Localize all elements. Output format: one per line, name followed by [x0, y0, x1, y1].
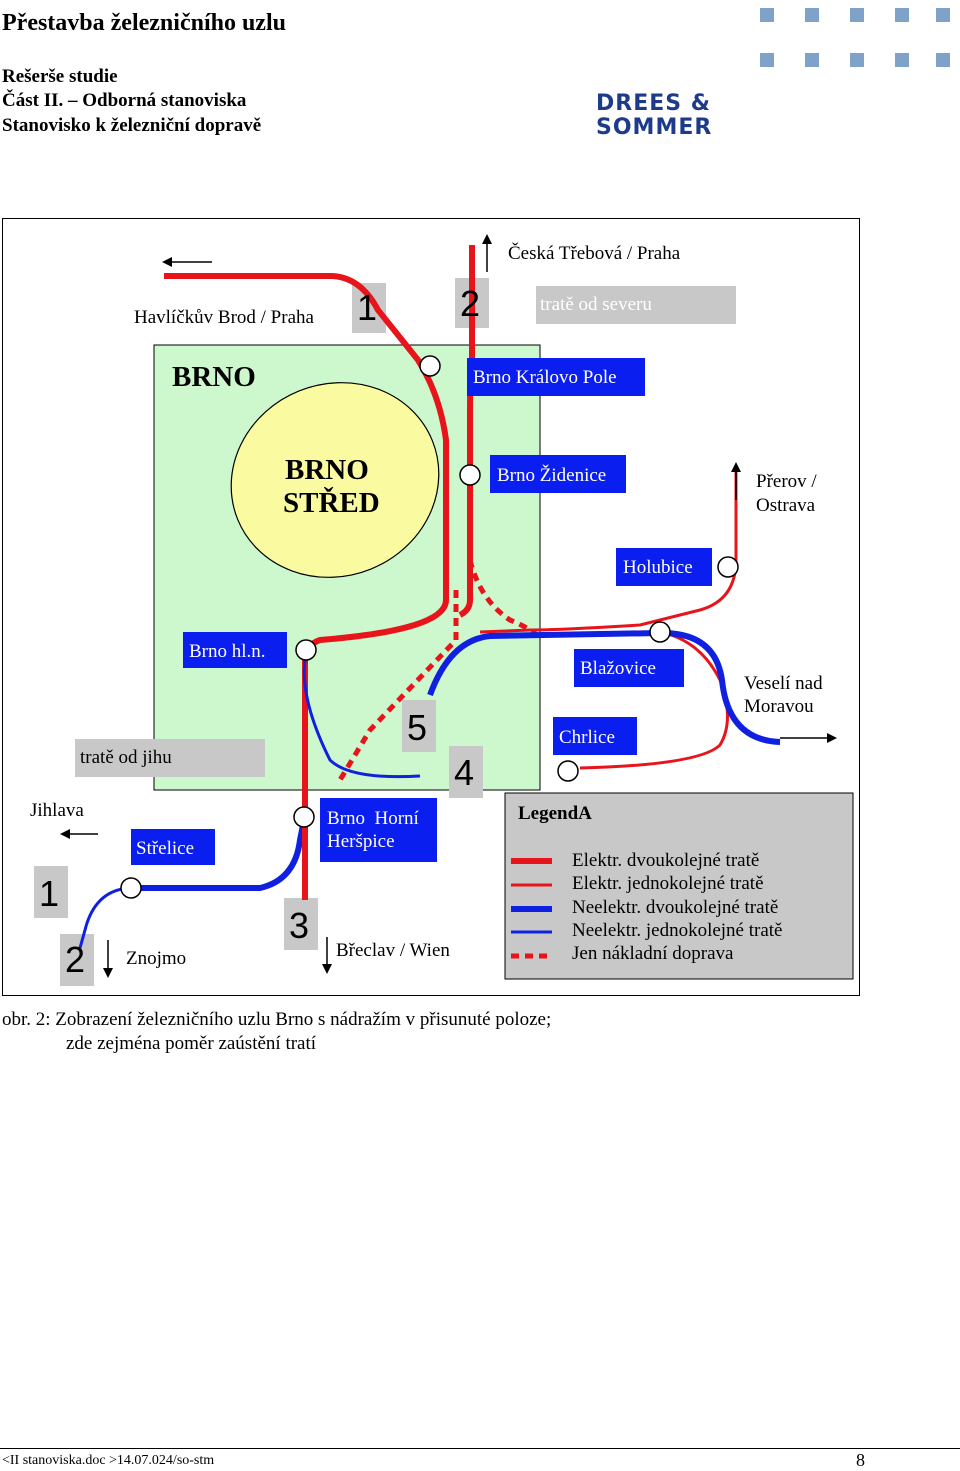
station-chrlice: Chrlice: [559, 727, 615, 748]
label-south-lines: tratě od jihu: [80, 747, 172, 768]
brno-center-area: [230, 382, 440, 578]
station-herspice-2: Heršpice: [327, 831, 395, 852]
station-holubice: Holubice: [623, 557, 693, 578]
station-herspice-box: [320, 798, 437, 862]
page-number: 8: [856, 1450, 865, 1470]
station-zidenice: Brno Židenice: [497, 464, 606, 486]
north-lines-box: [536, 286, 736, 324]
logo-line-2: SOMMER: [596, 115, 713, 140]
station-holubice-box: [616, 548, 712, 586]
document-title: Přestavba železničního uzlu: [2, 10, 286, 36]
figure-caption: obr. 2: Zobrazení železničního uzlu Brno…: [2, 1008, 551, 1056]
line-havlickuv-brod: [164, 273, 449, 810]
number-4: 4: [454, 752, 474, 793]
label-breclav: Břeclav / Wien: [336, 940, 450, 961]
label-veseli-2: Moravou: [744, 696, 814, 717]
label-ostrava: Ostrava: [756, 495, 816, 516]
station-blazovice-node: [649, 621, 671, 643]
label-znojmo: Znojmo: [126, 948, 186, 969]
station-chrlice-node: [557, 760, 579, 782]
legend-item-1: Elektr. dvoukolejné tratě: [572, 850, 759, 871]
station-blazovice-box: [574, 649, 684, 687]
label-brno-city: BRNO: [172, 361, 256, 393]
legend-title: LegendA: [518, 803, 592, 824]
number-4-box: [449, 746, 483, 798]
number-3-box: [284, 898, 318, 950]
station-kralovo-pole-node: [419, 355, 441, 377]
label-veseli-1: Veselí nad: [744, 673, 823, 694]
station-holubice-node: [717, 556, 739, 578]
legend-item-2: Elektr. jednokolejné tratě: [572, 873, 764, 894]
company-logo: DREES & SOMMER: [596, 92, 746, 140]
number-1-left: 1: [39, 873, 59, 914]
line-prerov: [479, 468, 738, 634]
label-havlickuv: Havlíčkův Brod / Praha: [134, 307, 315, 328]
station-kralovo-pole-box: [467, 358, 645, 396]
railway-diagram: Česká Třebová / Praha Havlíčkův Brod / P…: [30, 234, 854, 986]
line-blazovice-blue: [427, 629, 781, 745]
station-kralovo-pole: Brno Královo Pole: [473, 367, 617, 388]
number-1-left-box: [34, 866, 68, 918]
south-lines-box: [75, 739, 265, 777]
header-line-2: Část II. – Odborná stanoviska: [2, 90, 247, 111]
station-hl-n-box: [183, 632, 287, 668]
number-2-left: 2: [65, 939, 85, 980]
legend-panel: [504, 792, 854, 980]
label-center-1: BRNO: [285, 454, 369, 486]
station-hl-n: Brno hl.n.: [189, 641, 266, 662]
station-herspice-node: [293, 806, 315, 828]
station-strelice-box: [131, 829, 215, 865]
number-2-left-box: [60, 934, 94, 986]
label-north-lines: tratě od severu: [540, 294, 652, 315]
freight-line-2: [337, 590, 459, 782]
footer-file-ref: <II stanoviska.doc >14.07.024/so-stm: [2, 1453, 215, 1468]
number-1-top: 1: [357, 287, 377, 328]
label-center-2: STŘED: [283, 486, 380, 519]
logo-line-1: DREES &: [596, 91, 711, 116]
line-hl-n-blue: [302, 659, 421, 779]
header-line-3: Stanovisko k železniční dopravě: [2, 115, 262, 136]
caption-line-2: zde zejména poměr zaústění tratí: [66, 1033, 317, 1054]
station-strelice-node: [120, 877, 142, 899]
station-strelice: Střelice: [136, 838, 194, 859]
diagram-frame: [2, 218, 860, 996]
station-zidenice-box: [490, 455, 626, 493]
footer-rule: [0, 1448, 960, 1449]
station-blazovice: Blažovice: [580, 658, 656, 679]
label-jihlava: Jihlava: [30, 800, 84, 821]
number-3: 3: [289, 905, 309, 946]
line-strelice-blue: [130, 814, 308, 891]
line-veseli-red: [579, 630, 729, 770]
number-5: 5: [407, 707, 427, 748]
label-prerov: Přerov /: [756, 471, 817, 492]
legend-item-5: Jen nákladní doprava: [572, 943, 734, 964]
caption-line-1: obr. 2: Zobrazení železničního uzlu Brno…: [2, 1009, 552, 1030]
legend-item-4: Neelektr. jednokolejné tratě: [572, 920, 783, 941]
header-line-1: Rešerše studie: [2, 66, 118, 87]
label-ceska-trebova: Česká Třebová / Praha: [508, 242, 681, 264]
number-5-box: [402, 700, 436, 752]
number-2-top: 2: [460, 283, 480, 324]
station-zidenice-node: [459, 464, 481, 486]
station-chrlice-box: [553, 717, 637, 755]
station-herspice-1: Brno Horní: [327, 808, 420, 829]
legend-item-3: Neelektr. dvoukolejné tratě: [572, 897, 778, 918]
station-hl-n-node: [295, 639, 317, 661]
